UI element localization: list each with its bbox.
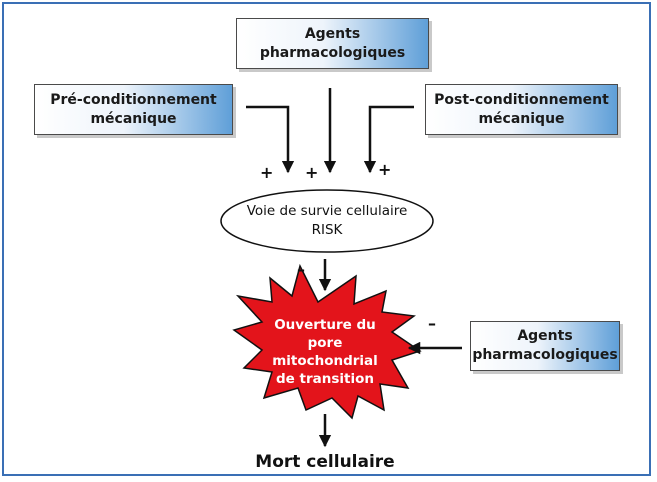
- mptp-burst: [232, 263, 422, 420]
- mptp-label: Ouverture du pore mitochondrial de trans…: [272, 317, 378, 387]
- postconditioning-label: Post-conditionnement mécanique: [434, 91, 609, 127]
- postconditioning-box: Post-conditionnement mécanique: [425, 84, 618, 135]
- arrow-preconditioning: [246, 105, 295, 174]
- plus-sign-right: +: [378, 160, 392, 179]
- plus-sign-left: +: [260, 163, 274, 182]
- minus-sign-right: –: [428, 314, 436, 333]
- risk-pathway-label: Voie de survie cellulaire RISK: [246, 203, 408, 238]
- preconditioning-box: Pré-conditionnement mécanique: [34, 84, 233, 135]
- pharmacological-agents-bottom-label: Agents pharmacologiques: [472, 328, 618, 363]
- cell-death-label: Mort cellulaire: [255, 452, 395, 472]
- risk-pathway-ellipse: [220, 189, 434, 253]
- preconditioning-label: Pré-conditionnement mécanique: [50, 91, 217, 127]
- plus-sign-center: +: [305, 163, 319, 182]
- pharmacological-agents-top-box: Agents pharmacologiques: [236, 18, 429, 69]
- mptp-label-wrap: Ouverture du pore mitochondrial de trans…: [250, 312, 400, 392]
- arrow-postconditioning: [363, 105, 414, 174]
- risk-pathway-label-wrap: Voie de survie cellulaire RISK: [222, 198, 432, 244]
- pharmacological-agents-bottom-box: Agents pharmacologiques: [470, 321, 620, 371]
- minus-sign-center: –: [297, 260, 305, 279]
- pharmacological-agents-top-label: Agents pharmacologiques: [259, 25, 406, 61]
